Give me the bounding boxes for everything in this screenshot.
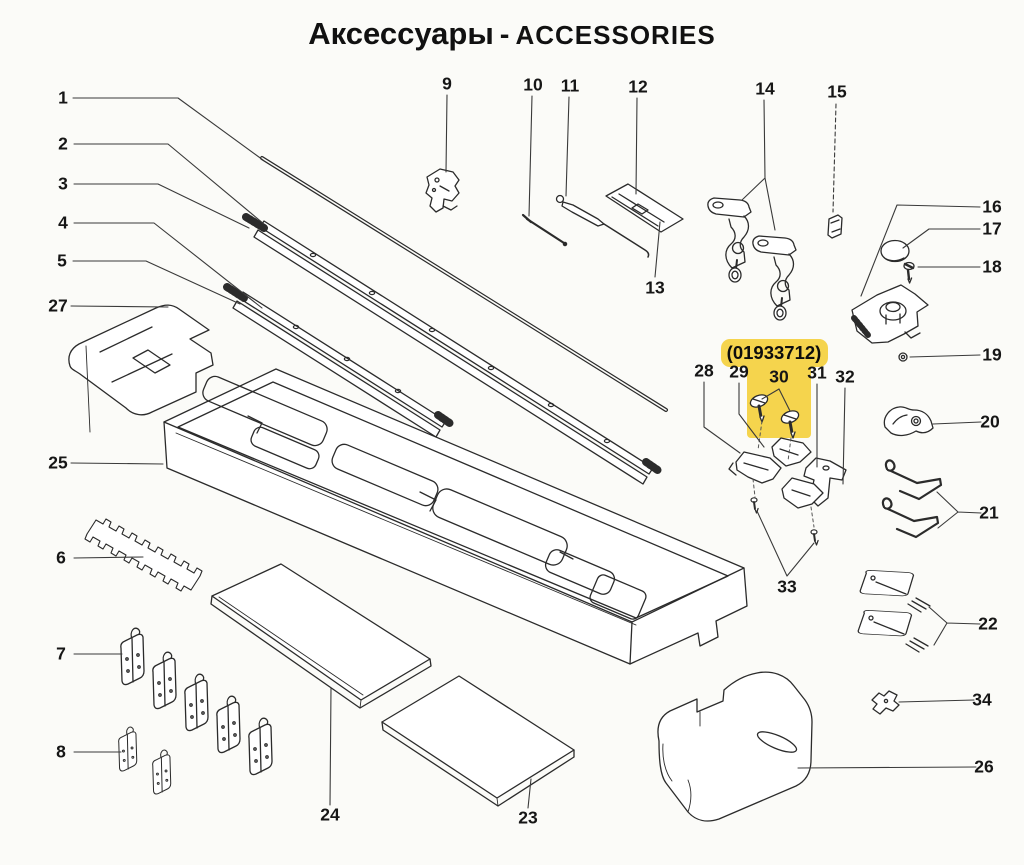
callout-23: 23 xyxy=(518,807,538,828)
callout-9: 9 xyxy=(442,73,452,94)
part-22-transfer-tools xyxy=(851,564,931,653)
callout-5: 5 xyxy=(57,250,67,271)
page-title: Аксессуары-ACCESSORIES xyxy=(0,16,1024,52)
callout-21: 21 xyxy=(979,502,999,523)
part-19-washer xyxy=(898,352,908,362)
callout-31: 31 xyxy=(807,362,827,383)
callout-12: 12 xyxy=(628,76,648,97)
leader-19 xyxy=(909,354,981,358)
leader-13 xyxy=(654,221,661,278)
leader-4 xyxy=(73,222,263,309)
leader-34 xyxy=(898,699,975,703)
callout-7: 7 xyxy=(56,643,66,664)
part-8-claw-weights-small xyxy=(118,726,172,795)
callout-25: 25 xyxy=(48,452,68,473)
page-title-separator: - xyxy=(499,19,510,51)
callout-15: 15 xyxy=(827,81,847,102)
leader-26 xyxy=(797,766,977,769)
leader-32 xyxy=(842,387,846,485)
leader-5 xyxy=(72,260,241,305)
part-7-claw-weights-large xyxy=(120,627,273,776)
callout-20: 20 xyxy=(980,411,1000,432)
part-15-clip xyxy=(827,214,843,239)
part-28-32-bracket-set xyxy=(728,437,847,509)
leader-16 xyxy=(860,204,981,297)
part-20-lever xyxy=(883,406,934,437)
callout-27: 27 xyxy=(48,295,68,316)
page-title-russian: Аксессуары xyxy=(308,16,494,51)
callout-2: 2 xyxy=(58,133,68,154)
callout-4: 4 xyxy=(58,212,68,233)
leader-33 xyxy=(756,510,815,577)
callout-32: 32 xyxy=(835,366,855,387)
leader-lines xyxy=(70,94,982,809)
leader-2 xyxy=(73,143,265,225)
leader-17 xyxy=(902,228,981,249)
tray-cutouts xyxy=(202,375,647,620)
part-1-rod xyxy=(260,156,668,412)
part-14-table-clamps xyxy=(706,197,797,321)
leader-25 xyxy=(70,462,164,465)
callout-24: 24 xyxy=(320,804,340,825)
screw-alignment-lines xyxy=(752,420,815,528)
leader-23 xyxy=(527,778,532,809)
callout-14: 14 xyxy=(755,78,775,99)
part-17-knob xyxy=(880,239,910,263)
part-2-3-upper-rail xyxy=(242,213,663,485)
callout-8: 8 xyxy=(56,741,66,762)
leader-21 xyxy=(936,491,982,529)
callout-16: 16 xyxy=(982,196,1002,217)
callout-1: 1 xyxy=(58,87,68,108)
part-11-latch-tool xyxy=(555,194,650,258)
leader-6 xyxy=(73,556,144,559)
callout-11: 11 xyxy=(560,75,580,96)
part-25-foam-tray xyxy=(163,368,748,665)
callout-13: 13 xyxy=(645,277,665,298)
callout-33: 33 xyxy=(777,576,797,597)
callout-17: 17 xyxy=(982,218,1002,239)
leader-20 xyxy=(932,421,982,425)
leader-3 xyxy=(73,183,250,229)
part-16-holder-plate xyxy=(851,284,929,344)
leader-1 xyxy=(72,97,264,161)
leader-12 xyxy=(635,97,638,195)
leader-28 xyxy=(703,381,741,454)
part-26-end-cover-right xyxy=(657,671,813,822)
callout-10: 10 xyxy=(523,74,543,95)
part-23-mat xyxy=(381,675,575,807)
callout-26: 26 xyxy=(974,756,994,777)
leader-24 xyxy=(329,687,332,806)
leader-14 xyxy=(741,99,776,231)
part-9-bracket xyxy=(425,168,460,213)
callout-34: 34 xyxy=(972,689,992,710)
part-27-end-cover-left xyxy=(68,304,214,433)
leader-15 xyxy=(832,103,837,213)
leader-27 xyxy=(70,305,169,308)
part-18-screw xyxy=(903,261,915,284)
leader-9 xyxy=(445,94,448,173)
part-12-13-slotted-plate xyxy=(605,183,684,233)
callout-19: 19 xyxy=(982,344,1002,365)
leader-11 xyxy=(565,96,570,197)
callout-6: 6 xyxy=(56,547,66,568)
callout-29: 29 xyxy=(729,361,749,382)
leader-10 xyxy=(528,95,533,217)
highlighted-part-number: (01933712) xyxy=(726,342,822,363)
callout-22: 22 xyxy=(978,613,998,634)
leader-22 xyxy=(928,606,981,646)
part-10-rod-tool xyxy=(521,213,568,247)
callout-30: 30 xyxy=(769,366,789,387)
callout-18: 18 xyxy=(982,256,1002,277)
part-34-cross-piece xyxy=(871,690,900,715)
callout-28: 28 xyxy=(694,360,714,381)
leader-29 xyxy=(738,382,765,448)
page-title-english: ACCESSORIES xyxy=(515,20,716,50)
callout-3: 3 xyxy=(58,173,68,194)
part-24-mat xyxy=(210,563,432,709)
part-6-comb xyxy=(84,518,203,592)
part-21-wire-hooks xyxy=(881,459,943,539)
leader-30 xyxy=(761,388,791,412)
